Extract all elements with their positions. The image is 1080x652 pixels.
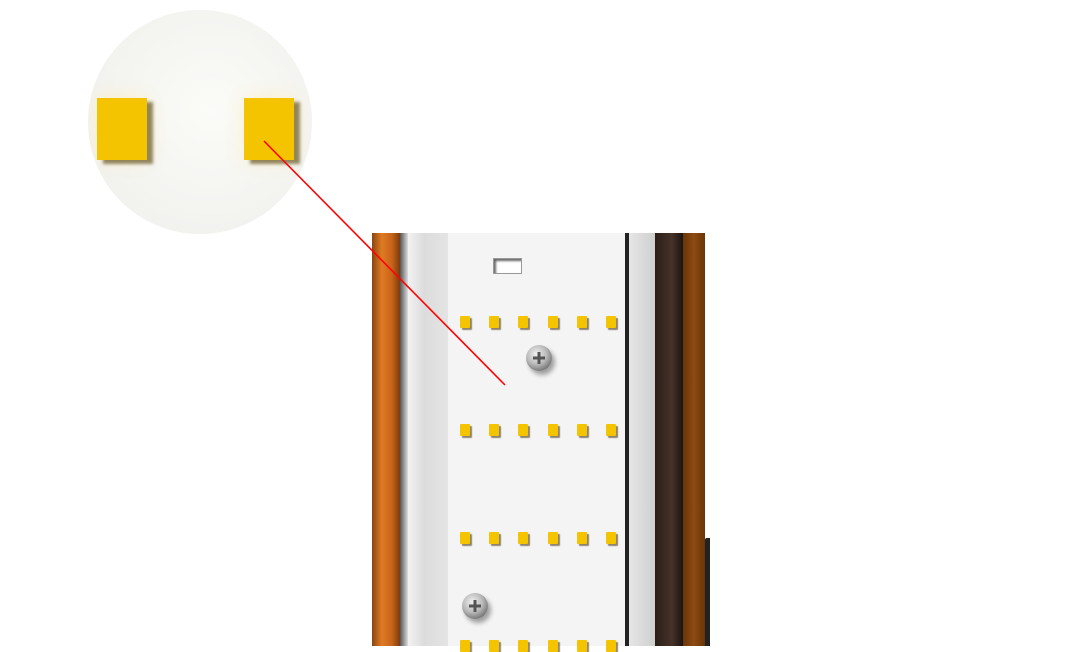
led-chip <box>460 532 470 544</box>
led-chip <box>489 424 500 436</box>
led-chip <box>518 532 529 544</box>
magnified-led-chip <box>244 98 294 160</box>
led-chip <box>606 316 616 328</box>
led-chip <box>576 532 587 544</box>
led-fixture <box>368 233 710 652</box>
led-chip <box>547 424 558 436</box>
led-chip <box>547 532 558 544</box>
led-chip <box>518 316 529 328</box>
callout-pointer-line <box>263 140 506 386</box>
led-chip <box>460 316 470 328</box>
led-chip <box>460 424 470 436</box>
board-slot <box>493 258 522 274</box>
frame-right-bracket <box>705 538 710 646</box>
led-chip <box>606 532 616 544</box>
led-chip <box>576 316 587 328</box>
led-chip <box>606 424 616 436</box>
frame-right-channel <box>629 233 655 646</box>
frame-right-edge <box>625 233 629 646</box>
magnified-led-chip <box>97 98 147 160</box>
led-chip <box>489 316 500 328</box>
screw-icon <box>462 593 488 619</box>
screw-icon <box>526 345 552 371</box>
led-chip <box>518 424 529 436</box>
frame-left-orange <box>372 233 400 646</box>
led-chip <box>576 424 587 436</box>
led-chip <box>489 532 500 544</box>
led-chip <box>547 316 558 328</box>
frame-right-orange <box>683 233 705 646</box>
frame-left-channel <box>408 233 448 646</box>
led-board <box>448 233 625 652</box>
frame-left-rail <box>400 233 408 646</box>
magnified-detail-circle <box>88 10 312 234</box>
frame-right-dark <box>655 233 683 646</box>
